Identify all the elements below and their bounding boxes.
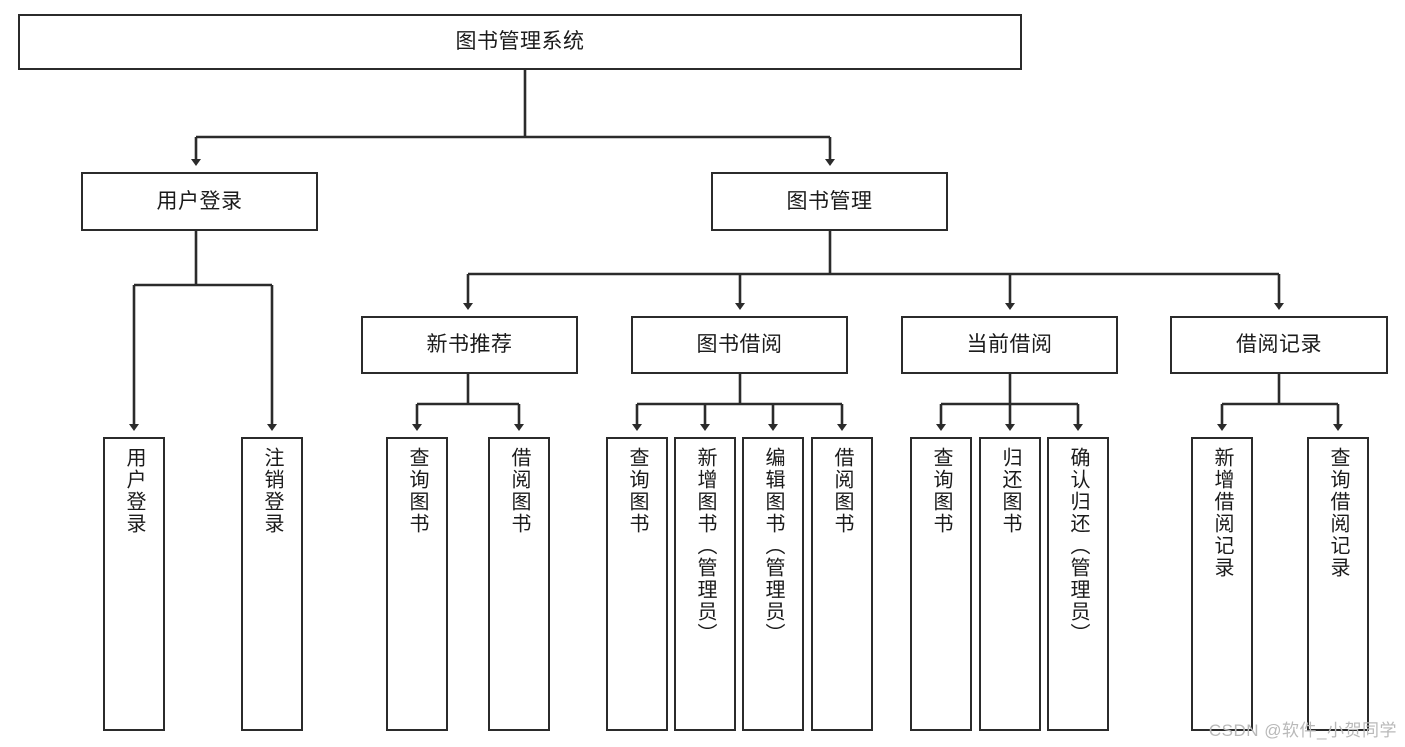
node-new-book-recommend[interactable]: 新书推荐 — [361, 316, 578, 374]
node-current-borrow[interactable]: 当前借阅 — [901, 316, 1118, 374]
node-book-management[interactable]: 图书管理 — [711, 172, 948, 231]
leaf-current-return-book[interactable]: 归还图书 — [979, 437, 1041, 731]
node-label: 借阅记录 — [1236, 333, 1322, 357]
leaf-borrow-borrow-book[interactable]: 借阅图书 — [811, 437, 873, 731]
node-label: 用户登录 — [123, 447, 145, 535]
watermark: CSDN @软件_小贺同学 — [1208, 721, 1397, 740]
node-label: 新增图书（管理员） — [694, 447, 716, 645]
node-root-system[interactable]: 图书管理系统 — [18, 14, 1022, 70]
node-label: 借阅图书 — [831, 447, 853, 535]
node-label: 新增借阅记录 — [1211, 447, 1233, 579]
node-book-borrow[interactable]: 图书借阅 — [631, 316, 848, 374]
node-label: 归还图书 — [999, 447, 1021, 535]
node-label: 注销登录 — [261, 447, 283, 535]
node-label: 当前借阅 — [966, 333, 1053, 357]
node-user-login[interactable]: 用户登录 — [81, 172, 318, 231]
leaf-record-add-record[interactable]: 新增借阅记录 — [1191, 437, 1253, 731]
node-label: 查询图书 — [626, 447, 648, 535]
leaf-borrow-add-book-admin[interactable]: 新增图书（管理员） — [674, 437, 736, 731]
node-label: 查询图书 — [930, 447, 952, 535]
node-label: 借阅图书 — [508, 447, 530, 535]
leaf-user-login-signout[interactable]: 注销登录 — [241, 437, 303, 731]
node-label: 图书管理 — [786, 189, 873, 213]
node-label: 确认归还（管理员） — [1067, 447, 1089, 645]
node-label: 查询借阅记录 — [1327, 447, 1349, 579]
node-label: 图书管理系统 — [455, 30, 585, 54]
node-label: 图书借阅 — [696, 333, 783, 357]
node-label: 新书推荐 — [426, 333, 513, 357]
node-label: 查询图书 — [406, 447, 428, 535]
leaf-recommend-borrow-book[interactable]: 借阅图书 — [488, 437, 550, 731]
leaf-borrow-query-book[interactable]: 查询图书 — [606, 437, 668, 731]
leaf-record-query-record[interactable]: 查询借阅记录 — [1307, 437, 1369, 731]
leaf-current-confirm-return-admin[interactable]: 确认归还（管理员） — [1047, 437, 1109, 731]
node-label: 编辑图书（管理员） — [762, 447, 784, 645]
leaf-current-query-book[interactable]: 查询图书 — [910, 437, 972, 731]
leaf-user-login-signin[interactable]: 用户登录 — [103, 437, 165, 731]
node-label: 用户登录 — [156, 189, 243, 213]
leaf-borrow-edit-book-admin[interactable]: 编辑图书（管理员） — [742, 437, 804, 731]
leaf-recommend-query-book[interactable]: 查询图书 — [386, 437, 448, 731]
node-borrow-record[interactable]: 借阅记录 — [1170, 316, 1388, 374]
